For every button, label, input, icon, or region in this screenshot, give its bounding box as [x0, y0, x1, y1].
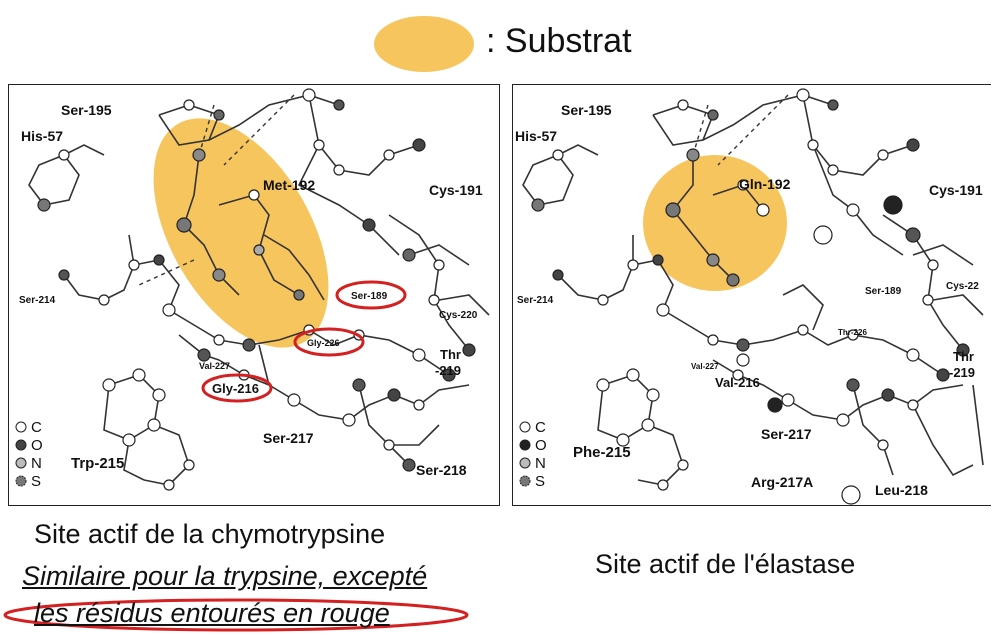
label-ser214: Ser-214: [517, 295, 554, 306]
chymotrypsin-caption: Site actif de la chymotrypsine: [34, 519, 386, 549]
key-sulfur-icon: [15, 475, 27, 487]
key-carbon-icon: [519, 421, 531, 433]
key-carbon-icon: [15, 421, 27, 433]
bond-network: [522, 94, 984, 486]
label-ser195: Ser-195: [561, 102, 612, 118]
key-oxygen-icon: [519, 439, 531, 451]
label-thr219-name: Thr: [440, 347, 461, 362]
substrate-legend-swatch: [374, 16, 474, 72]
elastase-structure-diagram: Ser-195 His-57 Gln-192 Cys-191 Ser-214 S…: [515, 88, 984, 505]
trypsin-note-line2: les résidus entourés en rouge: [34, 598, 390, 628]
key-carbon-label: C: [31, 419, 42, 436]
key-sulfur-icon: [519, 475, 531, 487]
key-oxygen-label: O: [31, 437, 43, 454]
substrate-region: [643, 155, 787, 291]
label-ser195: Ser-195: [61, 102, 112, 118]
label-phe215: Phe-215: [573, 444, 631, 461]
label-cys220: Cys-220: [439, 310, 478, 321]
hydrogen-bonds: [692, 94, 789, 166]
key-sulfur-label: S: [31, 473, 41, 490]
label-ser189: Ser-189: [351, 291, 388, 302]
label-his57: His-57: [21, 128, 63, 144]
label-gln192: Gln-192: [739, 176, 791, 192]
label-gly216: Gly-216: [212, 381, 259, 396]
elastase-active-site-panel: Ser-195 His-57 Gln-192 Cys-191 Ser-214 S…: [512, 84, 991, 506]
atom-type-key: C O N S: [15, 419, 43, 490]
label-val216: Val-216: [715, 375, 760, 390]
label-thr226: Thr-226: [838, 328, 867, 337]
atom-set: [37, 88, 476, 491]
label-thr219-number: -219: [435, 363, 461, 378]
key-carbon-label: C: [535, 419, 546, 436]
label-arg217a: Arg-217A: [751, 474, 813, 490]
key-oxygen-label: O: [535, 437, 547, 454]
red-circle-note-marker: [3, 598, 469, 632]
label-leu218: Leu-218: [875, 482, 928, 498]
label-ser217: Ser-217: [263, 430, 314, 446]
label-thr219-name: Thr: [953, 349, 974, 364]
key-nitrogen-icon: [519, 457, 531, 469]
chymotrypsin-structure-diagram: Ser-195 His-57 Met-192 Cys-191 Ser-214 S…: [15, 88, 490, 491]
label-his57: His-57: [515, 128, 557, 144]
label-val227: Val-227: [691, 362, 719, 371]
label-gly226: Gly-226: [307, 338, 340, 348]
highlight-markers: [201, 280, 407, 403]
key-nitrogen-label: N: [31, 455, 42, 472]
label-ser218: Ser-218: [416, 462, 467, 478]
gly216-highlight: [201, 373, 273, 403]
gly226-highlight: [293, 327, 365, 357]
chymotrypsin-active-site-panel: Ser-195 His-57 Met-192 Cys-191 Ser-214 S…: [8, 84, 500, 506]
label-val227: Val-227: [199, 361, 230, 371]
ser189-highlight: [335, 280, 407, 310]
substrate-legend-label: : Substrat: [486, 22, 632, 60]
key-oxygen-icon: [15, 439, 27, 451]
key-sulfur-label: S: [535, 473, 545, 490]
trypsin-note-line1: Similaire pour la trypsine, excepté: [22, 561, 428, 591]
key-nitrogen-icon: [15, 457, 27, 469]
label-cys220: Cys-22: [946, 281, 979, 292]
label-ser214: Ser-214: [19, 295, 56, 306]
label-cys191: Cys-191: [429, 182, 483, 198]
atom-set: [531, 88, 970, 505]
label-cys191: Cys-191: [929, 182, 983, 198]
label-met192: Met-192: [263, 177, 315, 193]
label-ser189: Ser-189: [865, 286, 902, 297]
hydrogen-bonds: [138, 94, 295, 286]
substrate-region: [153, 118, 329, 348]
elastase-caption: Site actif de l'élastase: [595, 549, 856, 579]
key-nitrogen-label: N: [535, 455, 546, 472]
label-ser217: Ser-217: [761, 426, 812, 442]
atom-type-key: C O N S: [519, 419, 547, 490]
label-thr219-number: -219: [949, 365, 975, 380]
label-trp215: Trp-215: [71, 455, 124, 472]
